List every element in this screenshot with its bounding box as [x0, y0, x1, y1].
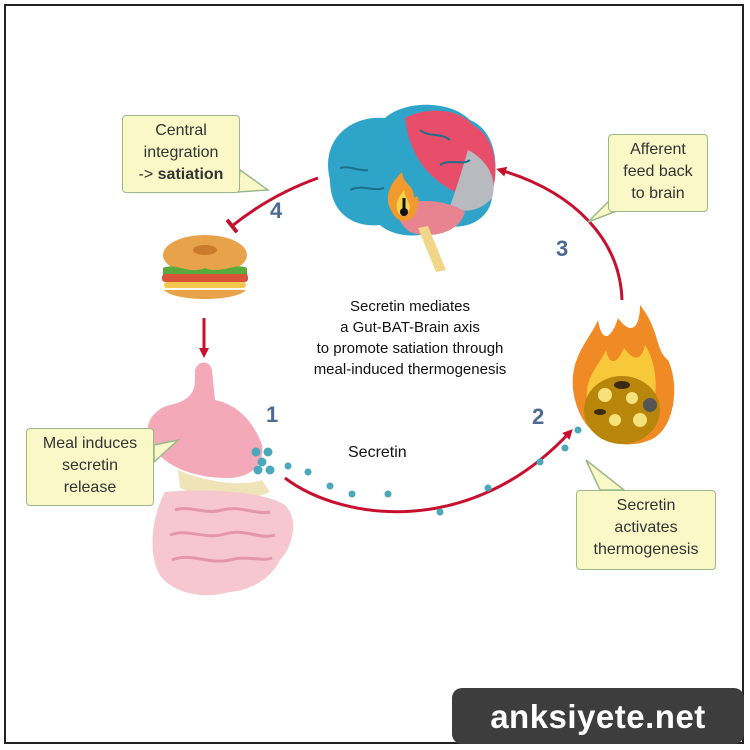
step-number-1: 1: [266, 402, 279, 427]
thermogenic-fat-icon: [572, 305, 675, 445]
center-caption: Secretin mediates a Gut-BAT-Brain axis t…: [280, 296, 540, 380]
brain-icon: [328, 104, 496, 272]
callout-text: Afferent: [630, 141, 686, 158]
callout-tail-central: [237, 168, 271, 193]
step-number-2: 2: [532, 404, 545, 429]
callout-secretin-activates: Secretin activates thermogenesis: [576, 490, 716, 570]
arrow-brain-to-burger: [225, 176, 319, 234]
callout-meal-induces: Meal induces secretin release: [26, 428, 154, 506]
caption-line: a Gut-BAT-Brain axis: [340, 319, 480, 336]
callout-text: -> satiation: [129, 164, 233, 186]
callout-text: feed back: [623, 163, 693, 180]
callout-text: Central: [155, 122, 207, 139]
callout-text: secretin: [61, 457, 119, 474]
caption-line: to promote satiation through: [316, 340, 504, 357]
callout-text: thermogenesis: [593, 541, 699, 558]
callout-text: activates: [614, 519, 678, 536]
callout-text: Secretin: [616, 497, 676, 514]
callout-text: to brain: [631, 185, 685, 202]
arrow-fat-to-brain: [496, 166, 624, 301]
digestive-system-icon: [147, 362, 294, 596]
callout-text-prefix: ->: [138, 166, 158, 183]
arrow-gut-to-fat: [284, 429, 573, 514]
callout-text: release: [63, 479, 117, 496]
caption-line: Secretin mediates: [349, 298, 471, 315]
burger-icon: [162, 235, 248, 299]
step-number-4: 4: [270, 198, 283, 223]
step-number-3: 3: [556, 236, 569, 261]
secretin-particles: [251, 426, 582, 516]
callout-central-integration: Central integration -> satiation: [122, 115, 240, 193]
callout-afferent-feedback: Afferent feed back to brain: [608, 134, 708, 212]
callout-text: Meal induces: [42, 435, 138, 452]
callout-tail-activates: [585, 459, 627, 491]
caption-line: meal-induced thermogenesis: [313, 361, 507, 378]
callout-tail-meal: [153, 438, 181, 464]
secretin-label: Secretin: [348, 444, 407, 461]
callout-text-bold: satiation: [157, 166, 224, 183]
watermark-badge: anksiyete.net: [452, 688, 744, 744]
callout-text: integration: [143, 144, 219, 161]
